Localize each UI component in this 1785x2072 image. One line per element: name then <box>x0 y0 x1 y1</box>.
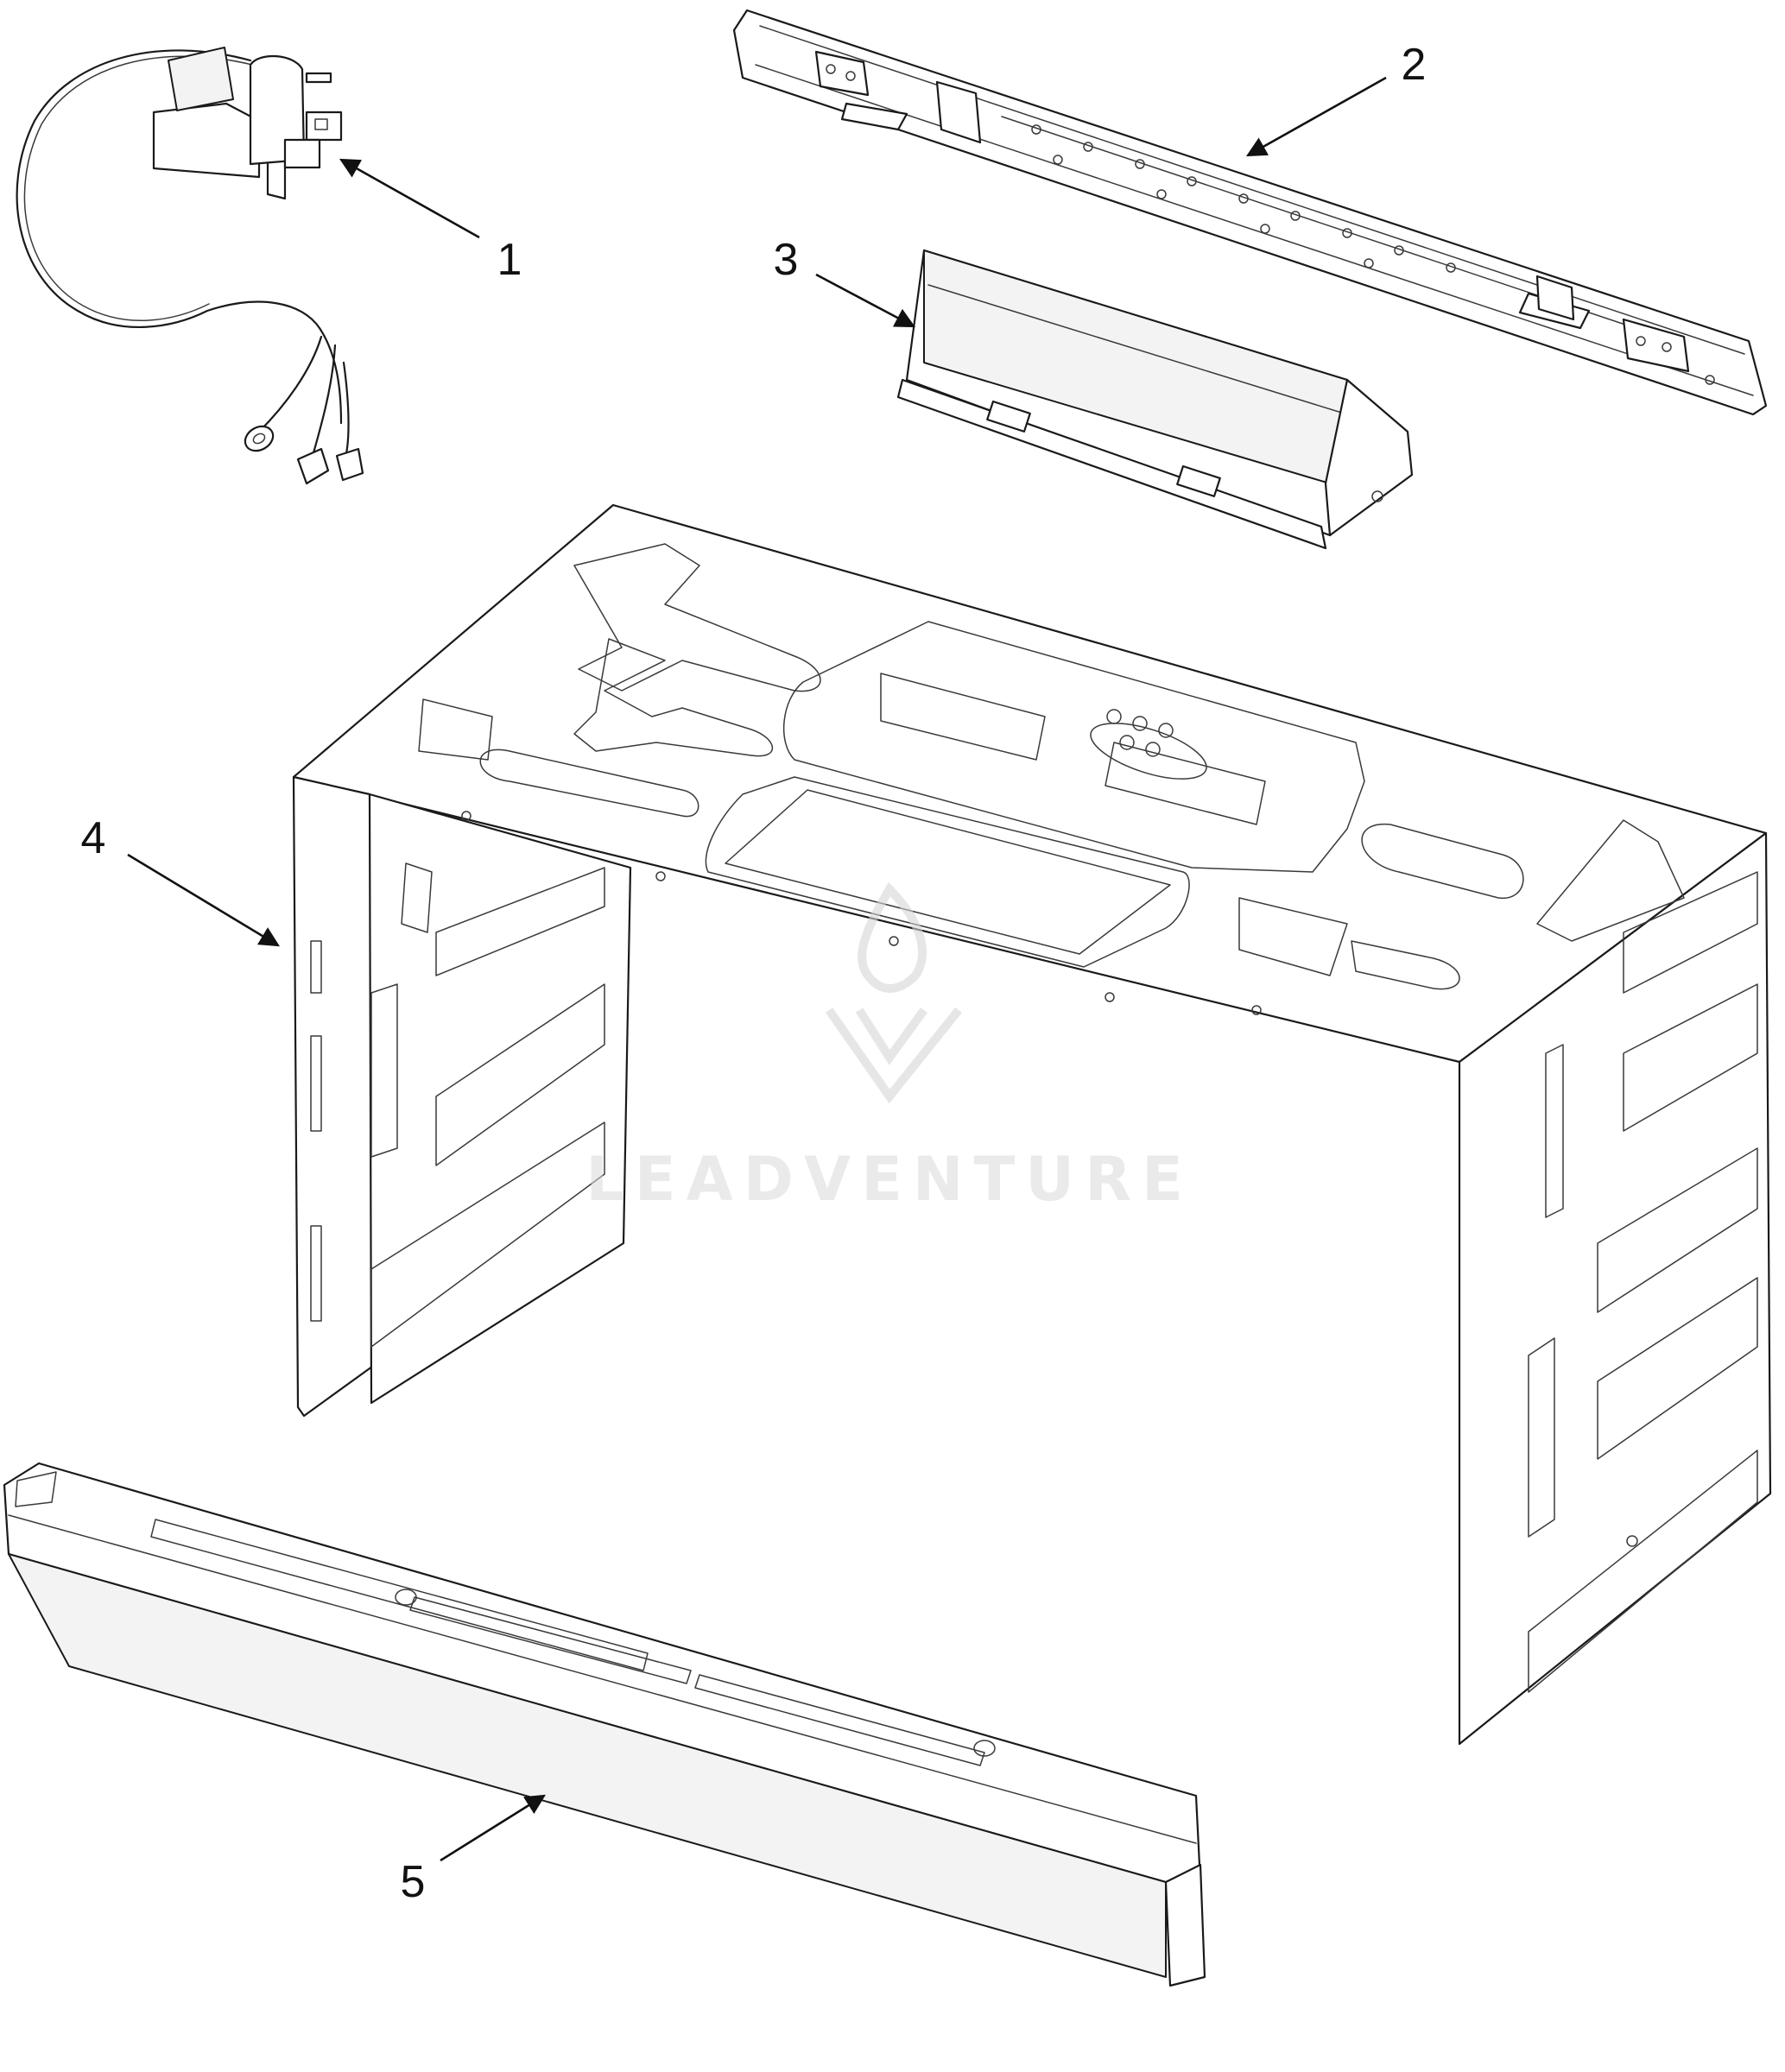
part-1-power-cord[interactable] <box>16 47 364 485</box>
callout-label-3[interactable]: 3 <box>774 235 799 285</box>
part-3-duct-bracket[interactable] <box>896 249 1414 550</box>
callout-label-4[interactable]: 4 <box>81 813 106 863</box>
callout-arrow-3 <box>815 273 916 328</box>
watermark-text: LEADVENTURE <box>586 1144 1193 1215</box>
watermark: LEADVENTURE <box>586 881 1193 1215</box>
callout-label-2[interactable]: 2 <box>1402 40 1427 90</box>
callout-arrow-4 <box>127 853 281 947</box>
part-4-cabinet-wrapper[interactable] <box>292 503 1772 1746</box>
part-2-upper-rail[interactable] <box>732 9 1768 416</box>
callout-label-1[interactable]: 1 <box>497 235 522 285</box>
watermark-logo-icon <box>825 1007 962 1104</box>
part-5-lower-trim[interactable] <box>3 1462 1206 1987</box>
callout-label-5[interactable]: 5 <box>401 1857 426 1907</box>
callout-arrow-1 <box>339 158 480 239</box>
callout-arrow-2 <box>1245 76 1387 157</box>
callout-arrow-5 <box>440 1794 546 1862</box>
callout-arrows <box>127 76 1387 1862</box>
